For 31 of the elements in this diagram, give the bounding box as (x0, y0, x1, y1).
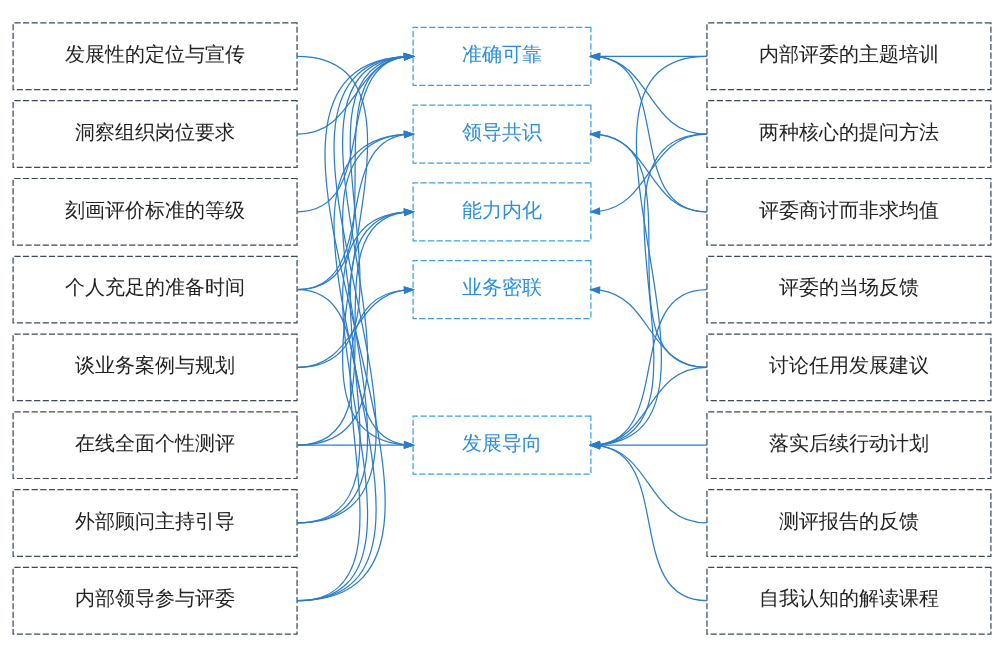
node-box: 评委商讨而非求均值 (706, 177, 992, 246)
arrow (589, 441, 708, 601)
node-box: 外部顾问主持引导 (12, 488, 298, 557)
node-box: 刻画评价标准的等级 (12, 177, 298, 246)
node-box: 内部评委的主题培训 (706, 21, 992, 90)
node-box: 内部领导参与评委 (12, 566, 298, 635)
node-box: 评委的当场反馈 (706, 255, 992, 324)
node-box: 能力内化 (412, 181, 592, 241)
node-box: 落实后续行动计划 (706, 410, 992, 479)
node-box: 发展性的定位与宣传 (12, 21, 298, 90)
arrow (589, 55, 708, 449)
node-box: 谈业务案例与规划 (12, 332, 298, 401)
node-box: 测评报告的反馈 (706, 488, 992, 557)
arrow (589, 440, 708, 449)
node-box: 自我认知的解读课程 (706, 566, 992, 635)
node-box: 个人充足的准备时间 (12, 255, 298, 324)
arrow (589, 366, 708, 448)
arrow (589, 441, 708, 524)
arrow (296, 52, 415, 135)
node-box: 在线全面个性测评 (12, 410, 298, 479)
node-box: 领导共识 (412, 103, 592, 164)
arrow (589, 132, 708, 449)
arrow (589, 288, 708, 448)
node-box: 发展导向 (412, 415, 592, 475)
node-box: 洞察组织岗位要求 (12, 99, 298, 168)
node-box: 讨论任用发展建议 (706, 332, 992, 401)
node-box: 两种核心的提问方法 (706, 99, 992, 168)
arrow (296, 285, 415, 368)
arrow (589, 130, 708, 368)
node-box: 准确可靠 (412, 26, 592, 86)
node-box: 业务密联 (412, 259, 592, 319)
